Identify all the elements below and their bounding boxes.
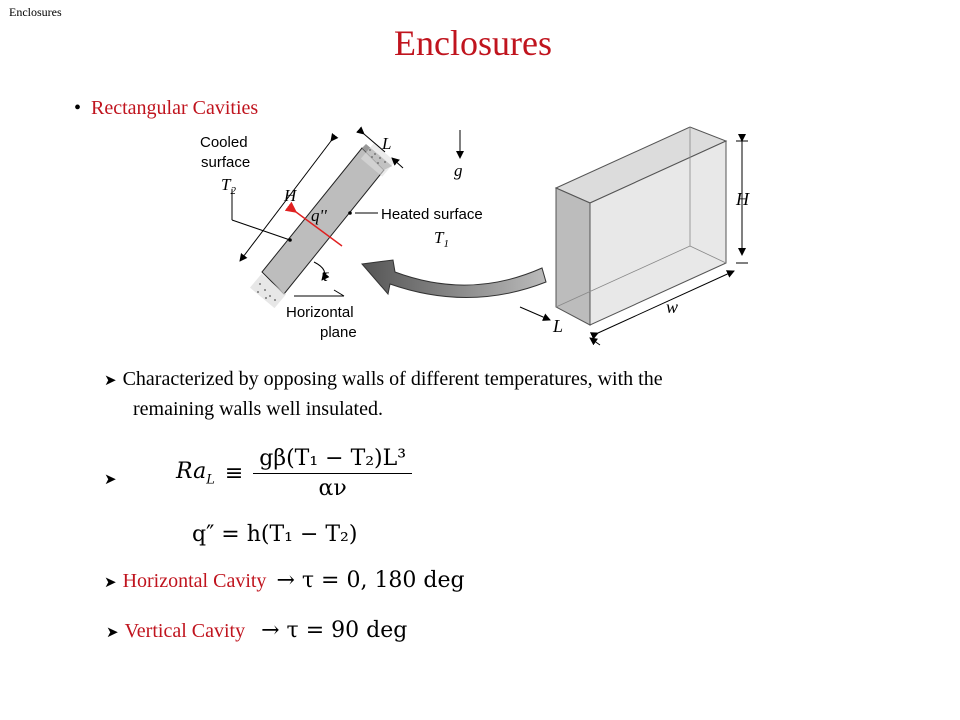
heat-flux-equation: q″ = h(T₁ − T₂)	[192, 522, 358, 547]
bullet-text: Rectangular Cavities	[91, 97, 259, 119]
point-characterized-line2: remaining walls well insulated.	[133, 398, 383, 420]
point-characterized-text: Characterized by opposing walls of diffe…	[122, 368, 663, 390]
chevron-right-icon: ➤	[104, 472, 117, 488]
horizontal-cavity-label: Horizontal Cavity	[122, 570, 267, 592]
point-vertical: ➤ Vertical Cavity → τ = 90 deg	[106, 618, 407, 643]
l-label: L	[381, 134, 391, 153]
cooled-label-1: Cooled	[200, 134, 248, 151]
g-label: g	[454, 161, 463, 180]
chevron-right-icon: ➤	[106, 625, 119, 641]
point-characterized: ➤ Characterized by opposing walls of dif…	[104, 368, 663, 391]
page-title: Enclosures	[394, 23, 552, 63]
box-h-label: H	[735, 189, 750, 209]
vertical-cavity-math: → τ = 90 deg	[261, 618, 408, 643]
q-label: q''	[311, 206, 327, 225]
cooled-label-2: surface	[201, 154, 250, 171]
point-ra: ➤	[104, 470, 123, 489]
rayleigh-numerator: gβ(T₁ − T₂)L³	[253, 446, 413, 474]
rayleigh-equation: RaL ≡ gβ(T₁ − T₂)L³ αν	[176, 446, 413, 501]
chevron-right-icon: ➤	[104, 373, 117, 389]
point-horizontal: ➤ Horizontal Cavity → τ = 0, 180 deg	[104, 568, 465, 593]
tau-label: τ	[322, 265, 329, 285]
header-label: Enclosures	[9, 5, 62, 19]
horizontal-plane-label-1: Horizontal	[286, 304, 354, 321]
box-w-label: w	[666, 297, 678, 317]
horizontal-cavity-math: → τ = 0, 180 deg	[276, 568, 465, 593]
curved-arrow-icon	[361, 259, 547, 298]
t1-label: T1	[434, 228, 449, 250]
box-l-label: L	[552, 316, 563, 336]
vertical-cavity-label: Vertical Cavity	[124, 620, 246, 642]
bullet-dot: •	[74, 97, 82, 119]
chevron-right-icon: ➤	[104, 575, 117, 591]
rayleigh-denominator: αν	[318, 476, 347, 501]
heated-label: Heated surface	[381, 206, 483, 223]
box-3d	[554, 126, 728, 326]
horizontal-plane-label-2: plane	[320, 324, 357, 341]
bullet-item: • Rectangular Cavities	[74, 97, 258, 120]
t2-label: T2	[221, 175, 236, 197]
h-label: H	[283, 186, 298, 205]
